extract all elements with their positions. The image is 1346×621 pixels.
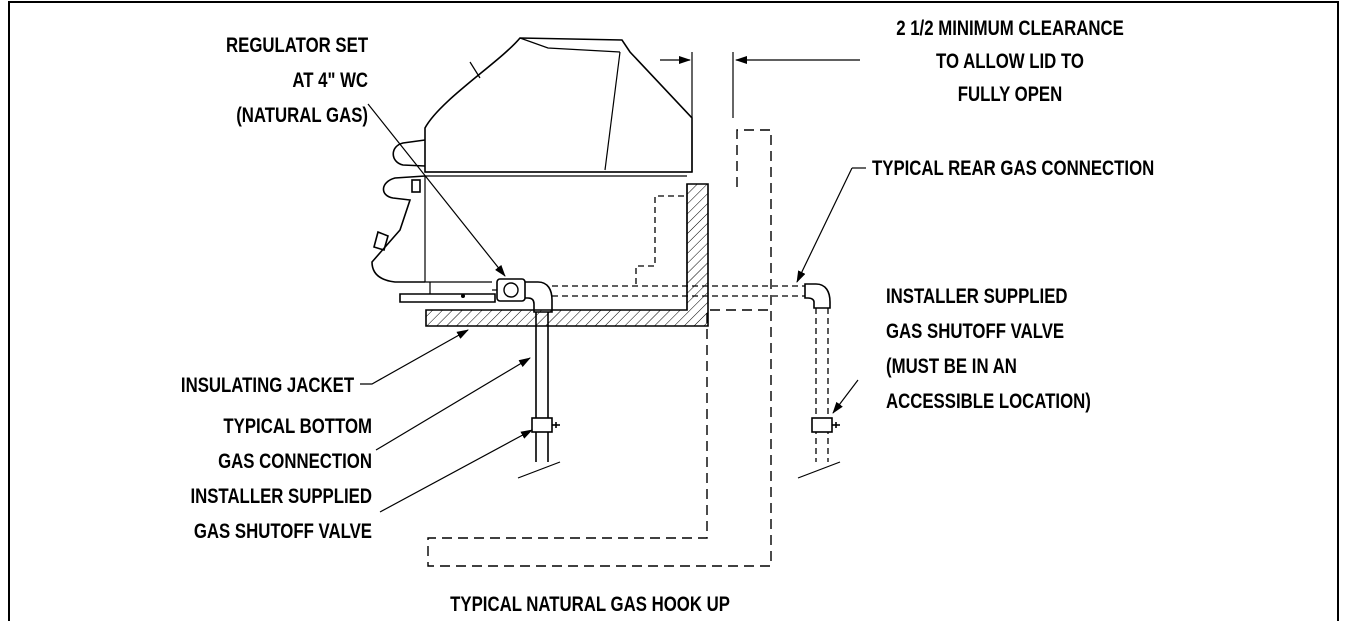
insulating-jacket-label: INSULATING JACKET [181,374,354,397]
bottom-elbow [525,281,553,313]
svg-text:TO ALLOW LID TO: TO ALLOW LID TO [936,50,1084,73]
diagram-caption: TYPICAL NATURAL GAS HOOK UP [450,593,730,616]
bottom-shutoff-label: INSTALLER SUPPLIED GAS SHUTOFF VALVE [190,485,372,543]
clearance-label: 2 1/2 MINIMUM CLEARANCE TO ALLOW LID TO … [896,17,1124,106]
clearance-dimension [660,52,860,118]
svg-text:FULLY OPEN: FULLY OPEN [958,83,1062,106]
regulator [492,278,526,302]
grill-unit [371,37,693,303]
rear-shutoff-leader [832,379,859,414]
svg-text:TYPICAL BOTTOM: TYPICAL BOTTOM [223,415,372,438]
bottom-connection-label: TYPICAL BOTTOM GAS CONNECTION [218,415,372,473]
svg-text:2 1/2 MINIMUM CLEARANCE: 2 1/2 MINIMUM CLEARANCE [896,17,1124,40]
rear-connection-label: TYPICAL REAR GAS CONNECTION [872,157,1154,180]
svg-text:(NATURAL GAS): (NATURAL GAS) [236,104,368,127]
svg-text:REGULATOR SET: REGULATOR SET [226,34,368,57]
jacket-leader [360,329,469,385]
svg-text:GAS SHUTOFF VALVE: GAS SHUTOFF VALVE [194,520,372,543]
svg-text:GAS SHUTOFF VALVE: GAS SHUTOFF VALVE [886,320,1064,343]
bottom-connection-leader [375,357,531,451]
enclosure-outline [427,129,772,567]
control-knob [373,230,389,251]
bottom-gas-pipe [517,312,561,479]
grill-lid [424,37,693,173]
regulator-label: REGULATOR SET AT 4" WC (NATURAL GAS) [226,34,368,127]
rear-shutoff-label: INSTALLER SUPPLIED GAS SHUTOFF VALVE (MU… [886,285,1091,413]
svg-text:GAS CONNECTION: GAS CONNECTION [218,450,372,473]
lid-handle [392,139,426,167]
svg-text:ACCESSIBLE LOCATION): ACCESSIBLE LOCATION) [886,390,1091,413]
drawing-frame [8,1,1339,621]
svg-text:INSTALLER SUPPLIED: INSTALLER SUPPLIED [886,285,1068,308]
insulating-jacket [425,183,709,327]
control-panel [371,175,426,283]
bottom-shutoff-valve [531,417,553,433]
rear-shutoff-valve [811,417,833,433]
svg-text:INSTALLER SUPPLIED: INSTALLER SUPPLIED [190,485,372,508]
regulator-leader [367,103,506,277]
svg-text:AT 4" WC: AT 4" WC [292,69,368,92]
bottom-shutoff-leader [379,429,533,513]
base-rail [399,293,496,303]
rear-gas-pipe [552,283,841,479]
svg-text:(MUST BE IN AN: (MUST BE IN AN [886,355,1017,378]
